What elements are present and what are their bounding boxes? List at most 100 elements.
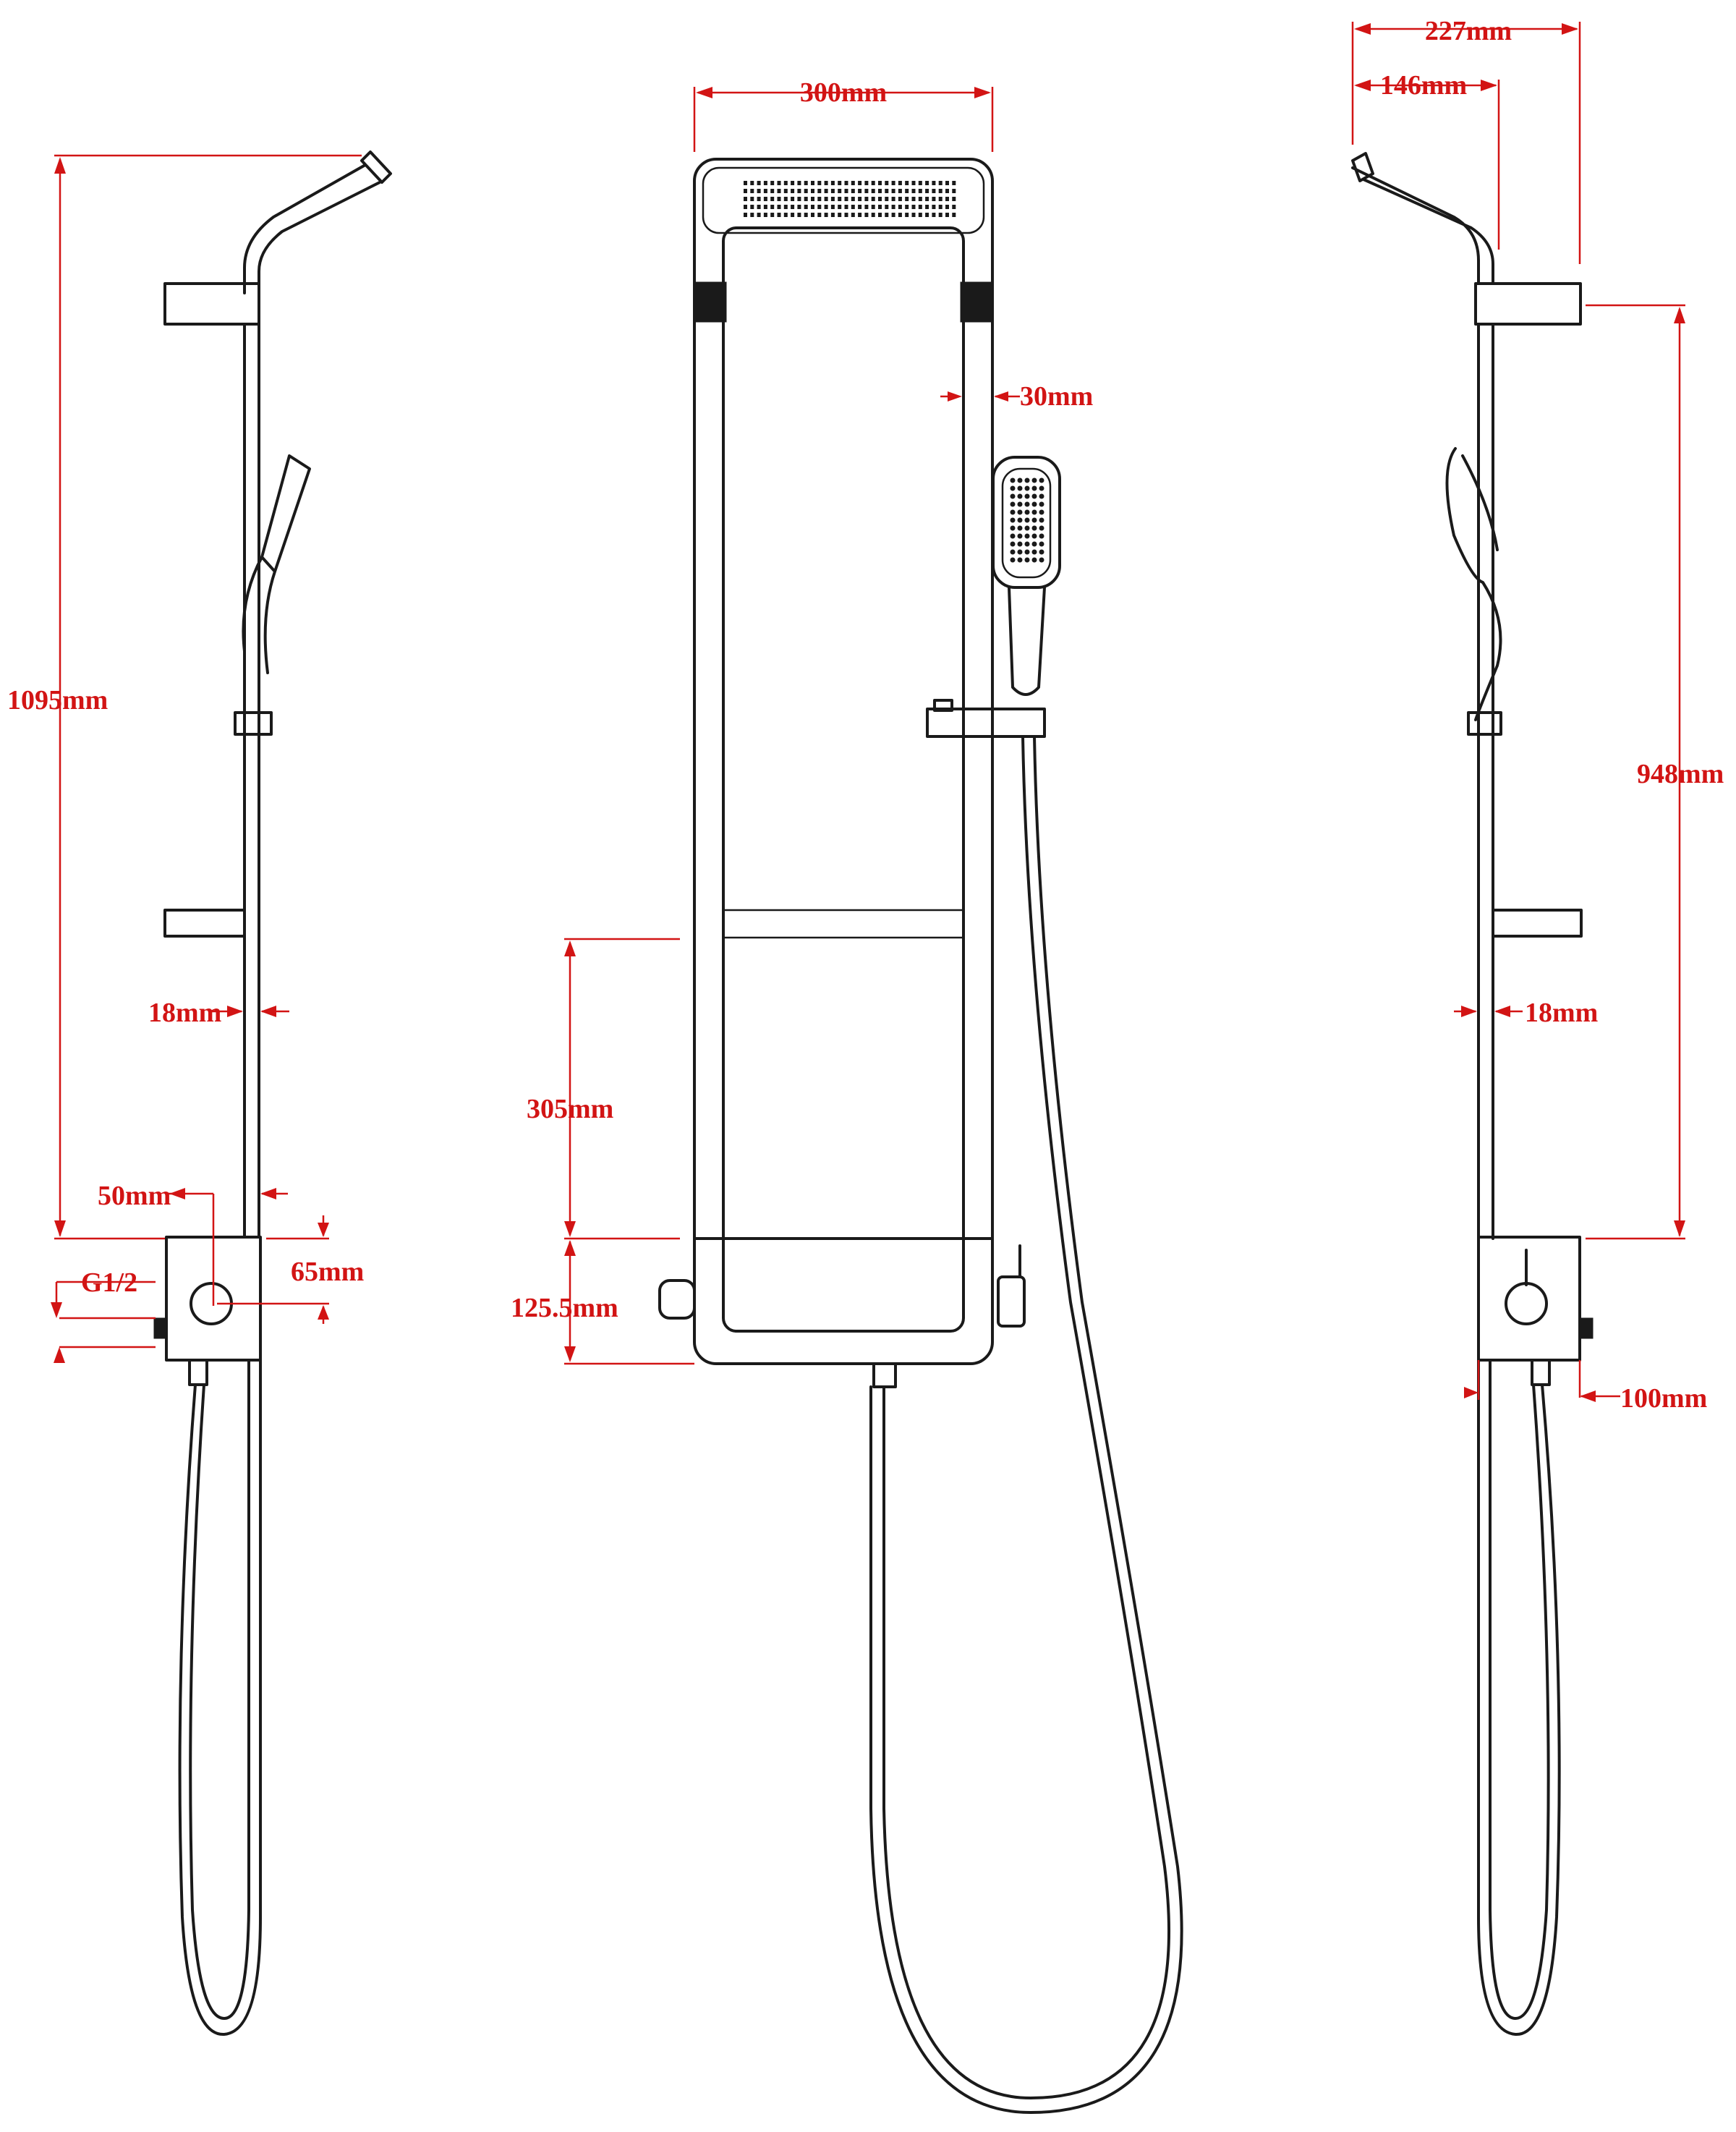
dim-948-label: 948mm [1637, 759, 1724, 789]
rain-nozzle [750, 197, 754, 201]
dim-18r-arrow-left [1461, 1006, 1477, 1017]
left-shower-arm [243, 163, 381, 294]
rain-nozzle [770, 205, 775, 209]
rain-nozzle [891, 181, 895, 185]
left-top-bracket [163, 282, 260, 326]
rain-nozzle [757, 205, 761, 209]
rain-nozzle [918, 197, 922, 201]
rain-nozzle [750, 205, 754, 209]
hand-shower-nozzle [1017, 477, 1023, 483]
hand-shower-nozzle [1039, 541, 1044, 547]
rain-nozzle [830, 189, 835, 193]
rain-nozzle [952, 205, 956, 209]
rain-nozzle [763, 197, 767, 201]
hand-shower-nozzle [1024, 485, 1030, 491]
rain-nozzle [898, 189, 902, 193]
hand-shower-nozzle [1024, 509, 1030, 515]
rain-nozzle [891, 205, 895, 209]
rain-nozzle [817, 181, 822, 185]
left-hose [178, 1359, 262, 2037]
dim-100-arrow-left [1464, 1387, 1478, 1398]
rain-nozzle [858, 213, 862, 217]
right-hose [1477, 1359, 1561, 2037]
rain-nozzle [797, 189, 801, 193]
hand-shower-nozzle [1031, 485, 1037, 491]
rain-nozzle [797, 181, 801, 185]
rain-nozzle [878, 181, 882, 185]
rain-nozzle [938, 213, 943, 217]
dim-227-label: 227mm [1425, 16, 1512, 46]
hand-shower-nozzle [1039, 549, 1044, 555]
rain-nozzle [898, 205, 902, 209]
hand-shower-nozzle [1039, 509, 1044, 515]
rain-nozzle [757, 189, 761, 193]
rain-nozzle [797, 205, 801, 209]
rain-nozzle [938, 197, 943, 201]
right-side-view [1351, 152, 1594, 2037]
front-rain-nozzle-grid [744, 181, 956, 217]
dim-227-arrow-left [1354, 23, 1371, 35]
right-valve-box [1477, 1236, 1581, 1362]
rain-nozzle [871, 189, 875, 193]
right-top-bracket [1474, 282, 1582, 326]
dim-1095-arrow-bottom [54, 1220, 66, 1237]
dim-50-label: 50mm [98, 1181, 171, 1211]
hand-shower-nozzle [1024, 477, 1030, 483]
hand-shower-nozzle [1024, 557, 1030, 563]
rain-nozzle [770, 181, 775, 185]
rain-nozzle [925, 197, 929, 201]
hand-shower-nozzle [1024, 525, 1030, 531]
dim-18r-arrow-right [1494, 1006, 1510, 1017]
dim-50-arrow-right [260, 1188, 276, 1199]
rain-nozzle [763, 181, 767, 185]
rain-nozzle [804, 205, 808, 209]
hand-shower-nozzle [1039, 525, 1044, 531]
dim-305-arrow-top [564, 940, 576, 956]
hand-shower-nozzle [1010, 541, 1016, 547]
rain-nozzle [851, 189, 855, 193]
hand-shower-nozzle [1010, 501, 1016, 507]
rain-nozzle [844, 181, 848, 185]
rain-nozzle [878, 213, 882, 217]
rain-nozzle [878, 189, 882, 193]
rain-nozzle [750, 213, 754, 217]
rain-nozzle [932, 205, 936, 209]
rain-nozzle [851, 213, 855, 217]
dim-18l-arrow-right [260, 1006, 276, 1017]
rain-nozzle [871, 205, 875, 209]
rain-nozzle [885, 213, 889, 217]
hand-shower-nozzle [1024, 549, 1030, 555]
right-hand-shower [1445, 447, 1502, 721]
hand-shower-nozzle [1010, 549, 1016, 555]
dim-100-arrow-right [1580, 1390, 1596, 1402]
rain-nozzle [851, 197, 855, 201]
dim-1255-arrow-bottom [564, 1346, 576, 1362]
hand-shower-nozzle [1031, 477, 1037, 483]
rain-nozzle [925, 213, 929, 217]
rain-nozzle [797, 197, 801, 201]
front-bottom-outlet [872, 1362, 897, 1388]
front-hose-inner [869, 735, 1183, 2114]
hand-shower-nozzle [1031, 549, 1037, 555]
rain-nozzle [824, 181, 828, 185]
front-shelf [722, 909, 965, 939]
front-slider-cap [933, 699, 953, 712]
rain-nozzle [777, 189, 781, 193]
hand-shower-nozzle [1010, 477, 1016, 483]
front-top-rim [702, 166, 985, 234]
rain-nozzle [750, 189, 754, 193]
rain-nozzle [838, 197, 842, 201]
rain-nozzle [757, 197, 761, 201]
rain-nozzle [783, 189, 788, 193]
rain-nozzle [757, 213, 761, 217]
front-view [658, 158, 1183, 2114]
rain-nozzle [811, 205, 814, 209]
hand-shower-nozzle [1031, 541, 1037, 547]
rain-nozzle [830, 181, 835, 185]
front-bracket-right [960, 281, 993, 323]
rain-nozzle [938, 205, 943, 209]
dim-30-arrow-left [948, 391, 962, 402]
rain-nozzle [905, 197, 909, 201]
dim-g12-label: G1/2 [81, 1267, 137, 1298]
rain-nozzle [898, 197, 902, 201]
